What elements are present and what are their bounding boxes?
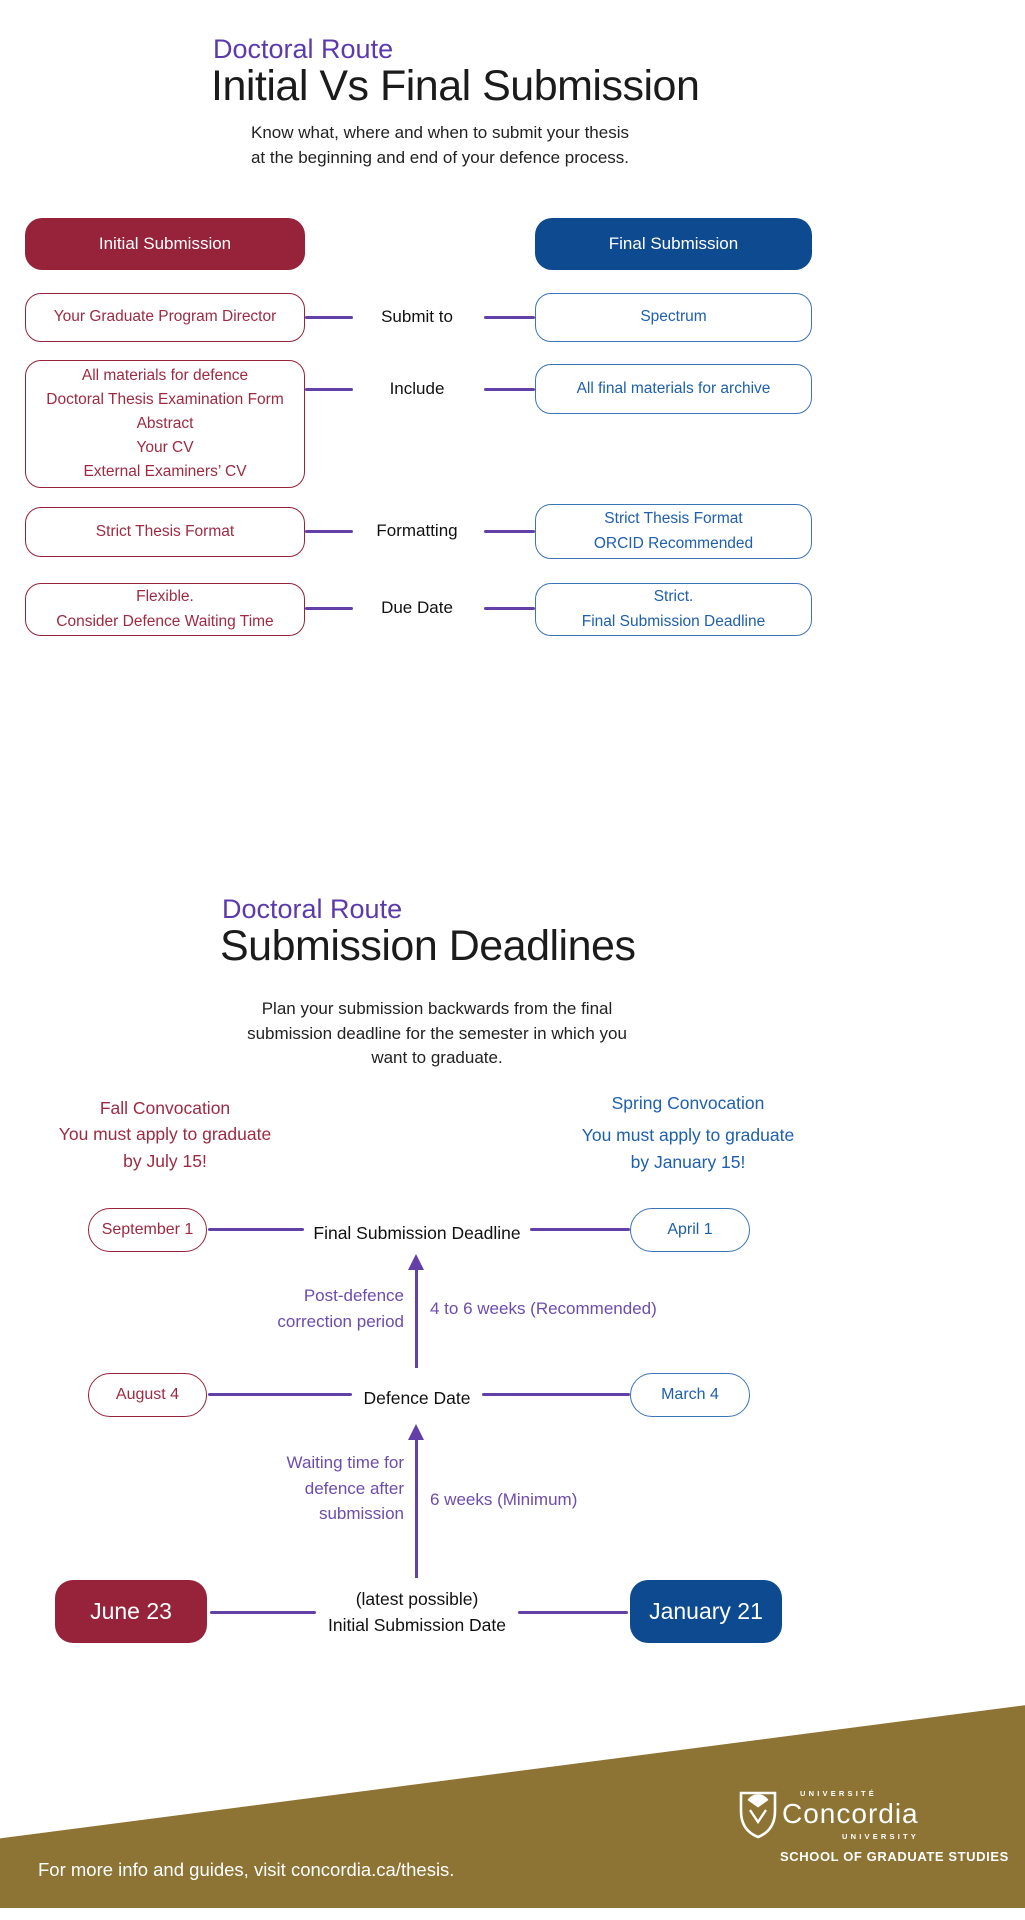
timeline-connector <box>415 1268 418 1368</box>
initial-submit-to-box: Your Graduate Program Director <box>25 293 305 342</box>
connector-line <box>208 1228 304 1231</box>
arrow-up-icon <box>408 1424 424 1440</box>
march-4-pill: March 4 <box>630 1373 750 1417</box>
initial-include-box: All materials for defence Doctoral Thesi… <box>25 360 305 488</box>
milestone-label-initial-submission-date: (latest possible) Initial Submission Dat… <box>322 1586 512 1639</box>
section2-subtitle-line: want to graduate. <box>371 1048 503 1068</box>
interval1-right-label: 4 to 6 weeks (Recommended) <box>430 1299 657 1318</box>
connector-line <box>518 1611 628 1614</box>
interval-label-line: defence after <box>304 1478 404 1498</box>
logo-universite-text: UNIVERSITÉ <box>800 1789 878 1798</box>
logo-unit-name: SCHOOL OF GRADUATE STUDIES <box>780 1849 1009 1864</box>
connector-line <box>484 316 535 319</box>
note-line: by January 15! <box>630 1151 746 1172</box>
box-line: External Examiners’ CV <box>83 463 247 481</box>
concordia-shield-icon <box>738 1791 778 1839</box>
connector-line <box>210 1611 316 1614</box>
box-line: Abstract <box>136 414 194 432</box>
section2-eyebrow: Doctoral Route <box>222 894 403 924</box>
arrow-up-icon <box>408 1254 424 1270</box>
interval2-right-label: 6 weeks (Minimum) <box>430 1490 578 1509</box>
logo-wordmark: Concordia <box>782 1798 919 1829</box>
box-line: Consider Defence Waiting Time <box>56 612 274 630</box>
section1-subtitle-line: Know what, where and when to submit your… <box>251 123 629 142</box>
initial-submission-header-pill: Initial Submission <box>25 218 305 270</box>
note-line: by July 15! <box>123 1150 207 1171</box>
final-formatting-box: Strict Thesis Format ORCID Recommended <box>535 504 812 559</box>
spring-convocation-note: Spring Convocation You must apply to gra… <box>538 1090 838 1175</box>
note-line: Fall Convocation <box>99 1098 231 1118</box>
september-1-pill: September 1 <box>88 1208 207 1252</box>
section1-eyebrow: Doctoral Route <box>213 34 394 64</box>
note-line: You must apply to graduate <box>581 1125 795 1146</box>
interval-label-line: submission <box>318 1504 404 1523</box>
box-line: Spectrum <box>640 308 707 326</box>
milestone-label-final-submission-deadline: Final Submission Deadline <box>313 1223 521 1243</box>
final-submit-to-box: Spectrum <box>535 293 812 342</box>
row-label-formatting: Formatting <box>376 521 458 540</box>
milestone-label-line: Initial Submission Date <box>328 1615 506 1636</box>
connector-line <box>530 1228 630 1231</box>
row-label-include: Include <box>389 379 445 398</box>
box-line: Strict. <box>653 588 694 606</box>
section1-subtitle: Know what, where and when to submit your… <box>140 121 740 170</box>
final-include-box: All final materials for archive <box>535 364 812 414</box>
box-line: All final materials for archive <box>576 379 771 397</box>
fall-convocation-note: Fall Convocation You must apply to gradu… <box>15 1095 315 1174</box>
connector-line <box>484 530 535 533</box>
row-label-submit-to: Submit to <box>381 307 453 326</box>
june-23-pill: June 23 <box>55 1580 207 1643</box>
connector-line <box>484 607 535 610</box>
connector-line <box>305 530 353 533</box>
box-line: ORCID Recommended <box>593 534 754 552</box>
section1-subtitle-line: at the beginning and end of your defence… <box>250 147 630 167</box>
initial-due-date-box: Flexible. Consider Defence Waiting Time <box>25 583 305 636</box>
section2-subtitle-line: Plan your submission backwards from the … <box>261 999 613 1018</box>
footer-info-text: For more info and guides, visit concordi… <box>38 1859 455 1880</box>
interval-label-line: correction period <box>277 1311 404 1331</box>
box-line: Strict Thesis Format <box>95 522 235 540</box>
row-label-due-date: Due Date <box>381 598 453 617</box>
august-4-pill: August 4 <box>88 1373 207 1417</box>
section2-subtitle: Plan your submission backwards from the … <box>187 997 687 1071</box>
box-line: Final Submission Deadline <box>581 612 766 630</box>
final-submission-header-pill: Final Submission <box>535 218 812 270</box>
section2-title: Submission Deadlines <box>220 922 636 970</box>
milestone-label-line: (latest possible) <box>355 1589 479 1609</box>
note-line: Spring Convocation <box>611 1093 765 1113</box>
connector-line <box>208 1393 352 1396</box>
section1-title: Initial Vs Final Submission <box>211 62 700 110</box>
interval-label-line: Waiting time for <box>286 1453 404 1472</box>
final-due-date-box: Strict. Final Submission Deadline <box>535 583 812 636</box>
connector-line <box>305 388 353 391</box>
connector-line <box>305 607 353 610</box>
connector-line <box>482 1393 630 1396</box>
interval1-left-label: Post-defence correction period <box>210 1283 404 1334</box>
note-line: You must apply to graduate <box>58 1124 272 1145</box>
logo-university-text: UNIVERSITY <box>842 1832 920 1841</box>
timeline-connector <box>415 1438 418 1578</box>
box-line: Doctoral Thesis Examination Form <box>46 390 284 408</box>
box-line: All materials for defence <box>81 366 249 384</box>
section2-subtitle-line: submission deadline for the semester in … <box>247 1023 627 1043</box>
january-21-pill: January 21 <box>630 1580 782 1643</box>
milestone-label-defence-date: Defence Date <box>363 1388 471 1408</box>
connector-line <box>305 316 353 319</box>
box-line: Strict Thesis Format <box>604 510 743 528</box>
connector-line <box>484 388 535 391</box>
interval-label-line: Post-defence <box>303 1286 404 1305</box>
box-line: Your Graduate Program Director <box>53 308 277 326</box>
interval2-left-label: Waiting time for defence after submissio… <box>210 1450 404 1527</box>
april-1-pill: April 1 <box>630 1208 750 1252</box>
initial-formatting-box: Strict Thesis Format <box>25 507 305 557</box>
box-line: Flexible. <box>136 588 194 606</box>
box-line: Your CV <box>136 439 194 456</box>
